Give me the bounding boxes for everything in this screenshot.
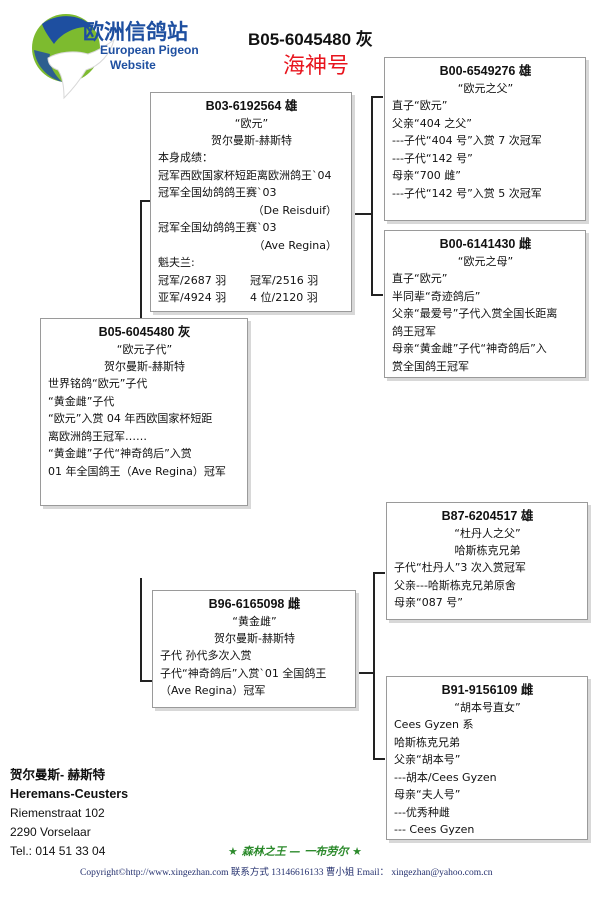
footer-copyright: Copyright©http://www.xingezhan.com 联系方式 … (80, 868, 493, 878)
ds-title: B87-6204517 雄 (441, 509, 534, 523)
connector-sire-branch (352, 213, 372, 215)
sd-title: B00-6141430 雌 (439, 237, 532, 251)
sd-line: 母亲“黄金雌”子代“神奇鸽后”入 (392, 342, 547, 355)
connector-sd-tick (371, 294, 383, 296)
connector-sire (140, 200, 142, 320)
dd-line: --- Cees Gyzen (394, 823, 475, 836)
breeder-name-en: Heremans-Ceusters (10, 787, 129, 801)
dam-line: （Ave Regina）冠军 (160, 684, 266, 697)
subject-line: “黄金雌”子代 (48, 394, 115, 408)
breeder-name-cn: 贺尔曼斯- 赫斯特 (10, 768, 106, 782)
ss-line: 母亲“700 雌” (392, 169, 461, 182)
sire-race-name: （De Reisduif） (252, 203, 337, 217)
subject-line: 离欧洲鸽王冠军…… (48, 429, 147, 443)
dd-title: B91-9156109 雌 (441, 683, 534, 697)
logo-title-cn: 欧洲信鸽站 (83, 20, 188, 44)
ss-line: 父亲“404 之父” (392, 116, 472, 130)
ss-line: ---子代“142 号” (392, 151, 473, 165)
dd-line: 母亲“夫人号” (394, 788, 461, 801)
sd-line: 父亲“最爱号”子代入赏全国长距离 (392, 307, 558, 320)
sire-result: 冠军/2687 羽 (158, 273, 227, 287)
dam-dam-card: B91-9156109 雌 “胡本号直女” Cees Gyzen 系 哈斯栋克兄… (386, 676, 588, 840)
connector-dam-vertical (373, 572, 375, 760)
ss-line: ---子代“404 号”入赏 7 次冠军 (392, 134, 542, 147)
sire-line: 本身成绩： (158, 151, 213, 164)
ds-subtitle: “杜丹人之父” (454, 527, 521, 540)
subject-line: 世界铭鸽“欧元”子代 (48, 377, 148, 390)
subject-subtitle: “欧元子代” (116, 343, 173, 356)
sire-race-name: （Ave Regina） (253, 238, 337, 252)
subject-title: B05-6045480 灰 (98, 325, 191, 339)
connector-sire-vertical (371, 96, 373, 296)
dd-line: Cees Gyzen 系 (394, 718, 474, 731)
sire-result-row: 亚军/4924 羽 4 位/2120 羽 (158, 289, 345, 307)
sd-line: 赏全国鸽王冠军 (392, 359, 469, 373)
dd-line: ---优秀种雌 (394, 805, 450, 819)
ss-line: 直子“欧元” (392, 99, 448, 112)
sd-subtitle: “欧元之母” (457, 255, 514, 268)
sire-title: B03-6192564 雄 (205, 99, 298, 113)
sire-result: 亚军/4924 羽 (158, 291, 227, 304)
sd-line: 直子“欧元” (392, 272, 448, 285)
sire-result-row: 冠军/2687 羽 冠军/2516 羽 (158, 272, 345, 290)
sire-line: 冠军西欧国家杯短距离欧洲鸽王`04 (158, 168, 332, 182)
dam-line: 子代“神奇鸽后”入赏`01 全国鸽王 (160, 666, 327, 680)
dam-sire-card: B87-6204517 雄 “杜丹人之父” 哈斯栋克兄弟 子代“杜丹人”3 次入… (386, 502, 588, 620)
sire-sire-card: B00-6549276 雄 “欧元之父” 直子“欧元” 父亲“404 之父” -… (384, 57, 586, 221)
connector-dam-tick (140, 680, 152, 682)
dam-card: B96-6165098 雌 “黄金雌” 贺尔曼斯-赫斯特 子代 孙代多次入赏 子… (152, 590, 356, 708)
dam-line: 子代 孙代多次入赏 (160, 649, 252, 662)
dd-line: 父亲“胡本号” (394, 753, 461, 766)
subject-card: B05-6045480 灰 “欧元子代” 贺尔曼斯-赫斯特 世界铭鸽“欧元”子代… (40, 318, 248, 506)
connector-ss-tick (371, 96, 383, 98)
ss-subtitle: “欧元之父” (457, 82, 514, 95)
breeder-street: Riemenstraat 102 (10, 806, 105, 820)
sire-result: 冠军/2516 羽 (250, 273, 319, 287)
dd-line: 哈斯栋克兄弟 (394, 735, 460, 749)
sd-line: 半同辈“奇迹鸽后” (392, 289, 481, 303)
ds-line: 母亲“087 号” (394, 596, 463, 609)
breeder-tel: Tel.: 014 51 33 04 (10, 844, 106, 858)
dam-breeder: 贺尔曼斯-赫斯特 (214, 632, 295, 645)
sire-subtitle: “欧元” (234, 117, 269, 130)
breeder-city: 2290 Vorselaar (10, 825, 91, 839)
logo-title-en-line1: European Pigeon (100, 43, 199, 57)
subject-line: 01 年全国鸽王（Ave Regina）冠军 (48, 464, 226, 478)
ds-line: 父亲---哈斯栋克兄弟原舍 (394, 578, 516, 592)
connector-dam-branch (356, 672, 374, 674)
connector-dd-tick (373, 758, 385, 760)
ds-line: 子代“杜丹人”3 次入赏冠军 (394, 561, 526, 574)
sire-line: 冠军全国幼鸽鸽王赛`03 (158, 221, 277, 234)
sire-result: 4 位/2120 羽 (250, 291, 318, 304)
connector-ds-tick (373, 572, 385, 574)
ds-breeder: 哈斯栋克兄弟 (454, 544, 521, 557)
subject-breeder: 贺尔曼斯-赫斯特 (104, 360, 185, 373)
dd-line: ---胡本/Cees Gyzen (394, 770, 497, 784)
pigeon-globe-icon (32, 14, 115, 100)
dd-subtitle: “胡本号直女” (454, 701, 521, 714)
logo-title-en-line2: Website (110, 58, 156, 72)
sire-line: 冠军全国幼鸽鸽王赛`03 (158, 186, 277, 199)
connector-sire-tick (140, 200, 150, 202)
ss-line: ---子代“142 号”入赏 5 次冠军 (392, 186, 542, 200)
header-pigeon-name: 海神号 (283, 54, 350, 79)
slogan: ★ 森林之王 — 一布劳尔 ★ (228, 845, 363, 858)
sire-dam-card: B00-6141430 雌 “欧元之母” 直子“欧元” 半同辈“奇迹鸽后” 父亲… (384, 230, 586, 378)
breeder-address: 贺尔曼斯- 赫斯特 Heremans-Ceusters Riemenstraat… (10, 766, 128, 861)
sd-line: 鸽王冠军 (392, 324, 436, 338)
dam-subtitle: “黄金雌” (232, 615, 277, 628)
ss-title: B00-6549276 雄 (439, 64, 532, 78)
subject-line: “欧元”入赏 04 年西欧国家杯短距 (48, 412, 213, 425)
sire-breeder: 贺尔曼斯-赫斯特 (211, 134, 292, 147)
sire-card: B03-6192564 雄 “欧元” 贺尔曼斯-赫斯特 本身成绩： 冠军西欧国家… (150, 92, 352, 312)
connector-dam (140, 578, 142, 682)
sire-champ-label: 魁夫兰: (158, 256, 195, 269)
site-logo: 欧洲信鸽站 European Pigeon Website (28, 10, 228, 106)
subject-line: “黄金雌”子代“神奇鸽后”入赏 (48, 447, 192, 460)
dam-title: B96-6165098 雌 (208, 597, 301, 611)
header-ring-number: B05-6045480 灰 (248, 30, 373, 49)
